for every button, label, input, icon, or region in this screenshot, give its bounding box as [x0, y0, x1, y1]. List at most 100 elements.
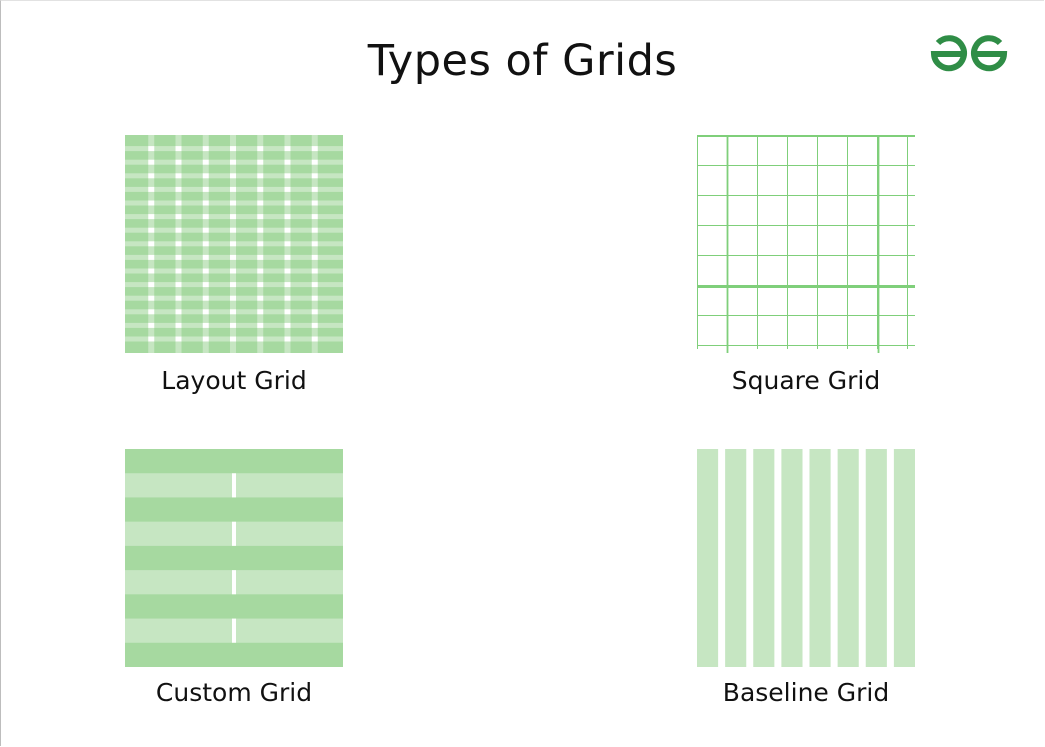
layout-grid-intersection	[257, 254, 264, 260]
layout-grid-intersection	[257, 173, 264, 179]
layout-grid-intersection	[202, 268, 209, 274]
layout-grid-intersection	[175, 146, 182, 152]
layout-grid-intersection	[148, 336, 155, 342]
layout-grid-intersection	[257, 309, 264, 315]
layout-grid-intersection	[311, 159, 318, 165]
baseline-grid-column	[865, 449, 887, 667]
layout-grid-intersection	[148, 268, 155, 274]
layout-grid-intersection	[202, 336, 209, 342]
baseline-grid-column	[893, 449, 915, 667]
layout-grid-intersection	[175, 159, 182, 165]
layout-grid-intersection	[175, 241, 182, 247]
layout-grid-intersection	[257, 159, 264, 165]
layout-grid-intersection	[175, 173, 182, 179]
layout-grid-intersection	[311, 173, 318, 179]
layout-grid-intersection	[311, 214, 318, 220]
baseline-grid-column	[809, 449, 831, 667]
layout-grid-intersection	[257, 186, 264, 192]
square-grid-label: Square Grid	[731, 366, 881, 395]
square-grid-svg	[697, 135, 915, 353]
layout-grid-intersection	[148, 309, 155, 315]
layout-grid-intersection	[311, 282, 318, 288]
layout-grid-intersection	[148, 295, 155, 301]
layout-grid-intersection	[202, 282, 209, 288]
layout-grid-intersection	[284, 254, 291, 260]
layout-grid-intersection	[202, 227, 209, 233]
layout-grid-intersection	[284, 241, 291, 247]
layout-grid-intersection	[148, 254, 155, 260]
layout-grid-intersection	[202, 309, 209, 315]
layout-grid-intersection	[202, 159, 209, 165]
layout-grid-intersection	[202, 254, 209, 260]
layout-grid-intersection	[284, 268, 291, 274]
layout-grid-intersection	[257, 146, 264, 152]
layout-grid-intersection	[257, 268, 264, 274]
custom-grid-svg	[125, 449, 343, 667]
layout-grid-intersection	[202, 186, 209, 192]
layout-grid-intersection	[175, 322, 182, 328]
layout-grid-intersection	[284, 336, 291, 342]
layout-grid-intersection	[148, 186, 155, 192]
layout-grid-intersection	[284, 282, 291, 288]
custom-grid-divider	[232, 449, 236, 667]
layout-grid-intersection	[175, 254, 182, 260]
layout-grid-intersection	[175, 295, 182, 301]
layout-grid-intersection	[257, 295, 264, 301]
baseline-grid-column	[753, 449, 775, 667]
layout-grid-intersection	[284, 295, 291, 301]
layout-grid-intersection	[202, 295, 209, 301]
layout-grid-intersection	[230, 200, 236, 206]
layout-grid-intersection	[175, 336, 182, 342]
layout-grid-intersection	[230, 282, 236, 288]
layout-grid-intersection	[148, 146, 155, 152]
layout-grid-intersection	[284, 186, 291, 192]
layout-grid-intersection	[311, 295, 318, 301]
layout-grid-intersection	[230, 146, 236, 152]
layout-grid-intersection	[202, 146, 209, 152]
layout-grid-illustration	[125, 135, 343, 353]
layout-grid-intersection	[311, 227, 318, 233]
layout-grid-intersection	[230, 241, 236, 247]
layout-grid-intersection	[257, 282, 264, 288]
baseline-grid-svg	[697, 449, 915, 667]
layout-grid-intersection	[202, 200, 209, 206]
custom-grid-divider-gap	[232, 618, 236, 643]
layout-grid-intersection	[257, 336, 264, 342]
layout-grid-intersection	[284, 322, 291, 328]
layout-grid-intersection	[148, 200, 155, 206]
layout-grid-intersection	[284, 214, 291, 220]
layout-grid-label: Layout Grid	[161, 366, 307, 395]
layout-grid-intersection	[311, 146, 318, 152]
layout-grid-intersection	[284, 227, 291, 233]
layout-grid-intersection	[284, 309, 291, 315]
layout-grid-intersection	[311, 186, 318, 192]
baseline-grid-illustration	[697, 449, 915, 667]
layout-grid-intersection	[202, 214, 209, 220]
layout-grid-intersection	[202, 241, 209, 247]
custom-grid-divider-gap	[232, 521, 236, 546]
layout-grid-intersection	[284, 159, 291, 165]
layout-grid-intersection	[148, 322, 155, 328]
geeksforgeeks-logo-icon	[928, 30, 1010, 78]
page-title: Types of Grids	[367, 36, 678, 86]
baseline-grid-column	[781, 449, 803, 667]
layout-grid-intersection	[230, 227, 236, 233]
layout-grid-intersection	[284, 200, 291, 206]
layout-grid-intersection	[284, 146, 291, 152]
layout-grid-intersection	[230, 295, 236, 301]
layout-grid-svg	[125, 135, 343, 353]
layout-grid-intersection	[148, 227, 155, 233]
layout-grid-intersection	[175, 227, 182, 233]
layout-grid-intersection	[148, 173, 155, 179]
layout-grid-intersection	[311, 241, 318, 247]
layout-grid-intersection	[148, 159, 155, 165]
layout-grid-intersection	[148, 282, 155, 288]
layout-grid-intersection	[311, 200, 318, 206]
layout-grid-intersection	[311, 336, 318, 342]
layout-grid-intersection	[202, 322, 209, 328]
layout-grid-intersection	[230, 309, 236, 315]
layout-grid-intersection	[257, 214, 264, 220]
layout-grid-intersection	[175, 268, 182, 274]
layout-grid-intersection	[148, 214, 155, 220]
layout-grid-intersection	[175, 214, 182, 220]
